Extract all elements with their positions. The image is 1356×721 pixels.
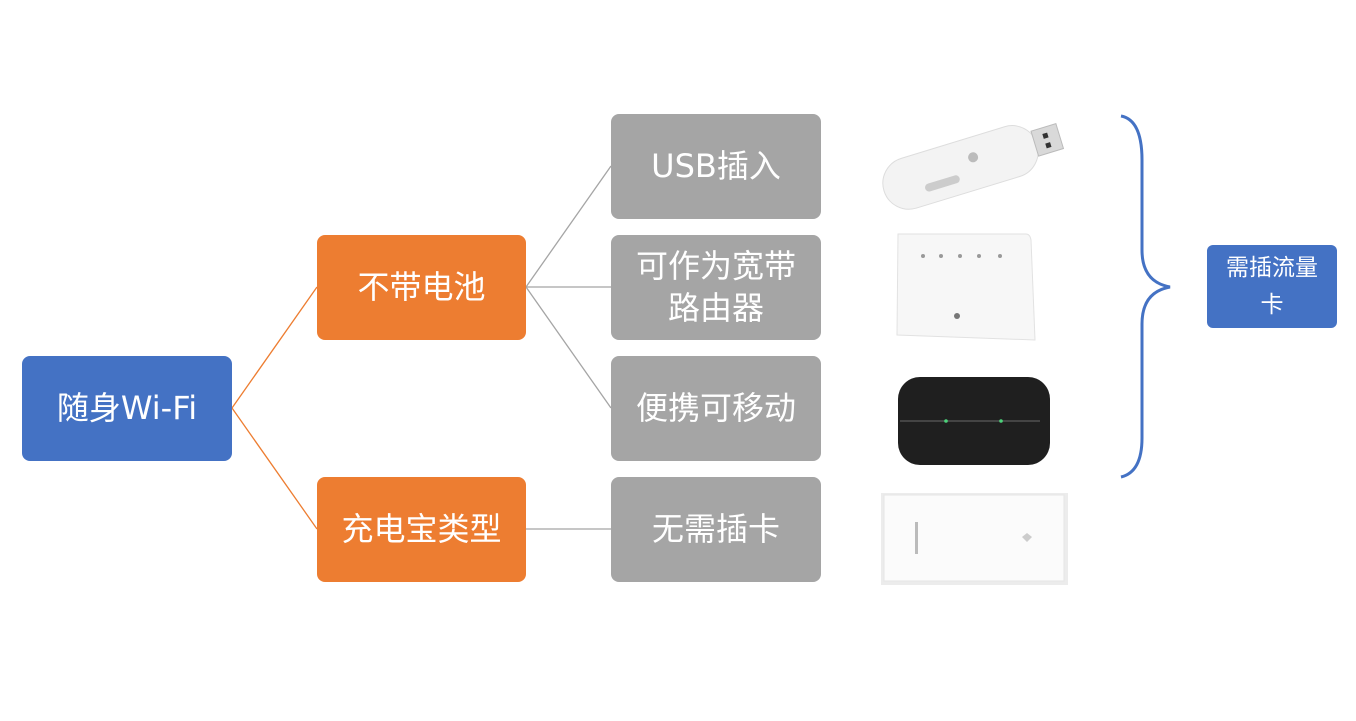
connector-root-battery [231, 286, 318, 409]
curly-brace [1120, 114, 1171, 479]
feature-no-card: 无需插卡 [611, 477, 821, 582]
mobile-hotspot-icon [898, 377, 1050, 465]
root-label: 随身Wi-Fi [56, 388, 198, 427]
connector-root-powerbank [231, 407, 318, 530]
category-label: 充电宝类型 [341, 509, 502, 548]
usb-dongle-icon [882, 122, 1065, 210]
feature-label: 便携可移动 [635, 388, 796, 427]
feature-router: 可作为宽带路由器 [611, 235, 821, 340]
feature-usb: USB插入 [611, 114, 821, 219]
note-label: 需插流量卡 [1226, 254, 1318, 318]
feature-label: USB插入 [651, 146, 781, 185]
feature-portable: 便携可移动 [611, 356, 821, 461]
connector-usb [525, 165, 612, 288]
root-node: 随身Wi-Fi [22, 356, 232, 461]
note-sim-required: 需插流量卡 [1207, 245, 1337, 328]
category-label: 不带电池 [357, 267, 486, 306]
category-no-battery: 不带电池 [317, 235, 526, 340]
connector-portable [525, 286, 612, 409]
power-bank-wifi-icon [881, 493, 1068, 585]
router-icon [896, 233, 1036, 341]
feature-label: 可作为宽带路由器 [635, 246, 796, 327]
feature-label: 无需插卡 [651, 509, 780, 548]
category-power-bank: 充电宝类型 [317, 477, 526, 582]
